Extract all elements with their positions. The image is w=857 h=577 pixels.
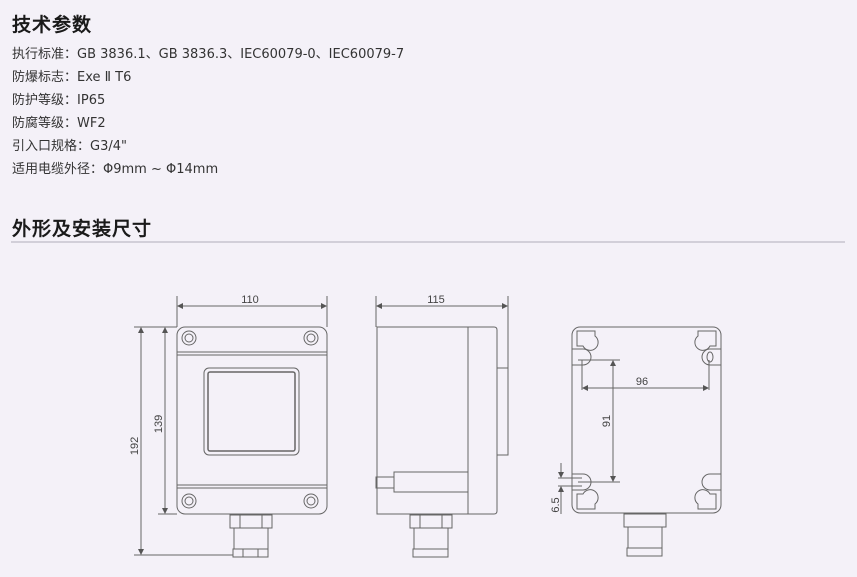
spec-label: 防护等级： [12,93,78,108]
screw-icon [303,493,319,509]
divider [11,241,845,243]
spec-ex-mark: 防爆标志：Exe Ⅱ T6 [12,66,131,85]
dim-mount-height: 91 [601,415,613,427]
dim-front-height-total: 192 [129,437,141,455]
screw-icon [181,330,197,346]
spec-value: IP65 [77,93,106,108]
dim-side-depth: 115 [427,294,445,306]
spec-ip: 防护等级：IP65 [12,89,105,108]
spec-label: 防爆标志： [12,70,78,85]
back-view [558,326,722,557]
cable-gland [229,514,273,558]
dim-slot-width: 6.5 [550,497,562,512]
spec-value: Φ9mm ~ Φ14mm [103,162,219,177]
spec-corrosion: 防腐等级：WF2 [12,112,106,131]
dim-mount-width: 96 [636,376,648,388]
spec-value: GB 3836.1、GB 3836.3、IEC60079-0、IEC60079-… [77,47,405,62]
spec-standard: 执行标准：GB 3836.1、GB 3836.3、IEC60079-0、IEC6… [12,43,404,62]
spec-label: 执行标准： [12,47,78,62]
spec-value: Exe Ⅱ T6 [77,70,132,85]
front-view [134,296,328,558]
screw-icon [181,493,197,509]
spec-cable: 适用电缆外径：Φ9mm ~ Φ14mm [12,158,218,177]
section-title-dimensions: 外形及安装尺寸 [12,218,153,240]
spec-label: 引入口规格： [12,139,91,154]
spec-value: G3/4" [90,139,127,154]
spec-entry: 引入口规格：G3/4" [12,135,127,154]
side-view [375,296,509,558]
section-title-specs: 技术参数 [12,14,93,36]
spec-label: 防腐等级： [12,116,78,131]
spec-value: WF2 [77,116,106,131]
dim-front-height-body: 139 [153,415,165,433]
screw-icon [303,330,319,346]
dim-front-width: 110 [241,294,259,306]
spec-label: 适用电缆外径： [12,162,104,177]
